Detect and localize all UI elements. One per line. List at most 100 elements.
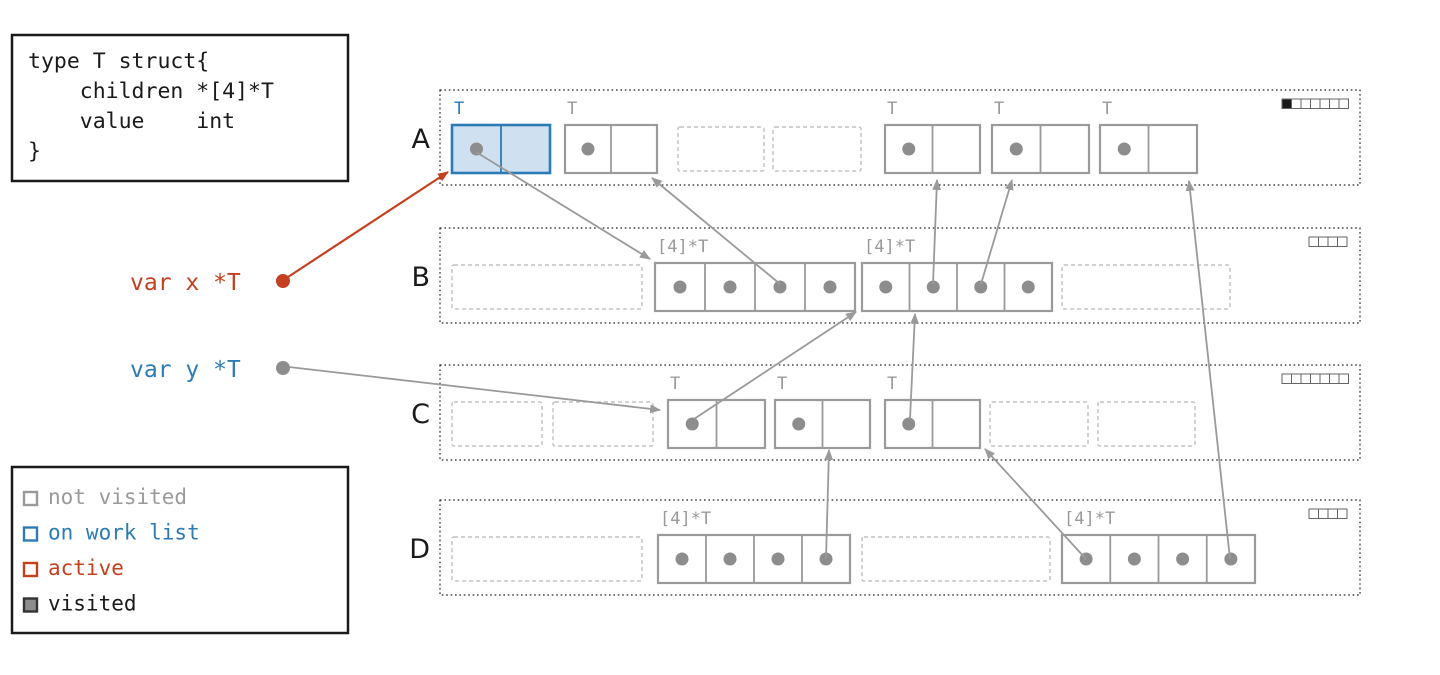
- legend-swatch-not-visited: [22, 490, 39, 507]
- meter-segment: [1338, 98, 1349, 109]
- var-y-label: var y *T: [130, 357, 241, 383]
- legend-swatch-visited: [22, 597, 39, 613]
- pointer-dot: [1176, 552, 1190, 566]
- arrow-C-obj3-to-B-obj2: [909, 312, 919, 420]
- meter-segment: [1318, 236, 1329, 247]
- free-slot: [451, 401, 543, 447]
- var-x-label: var x *T: [130, 270, 241, 296]
- meter-segment: [1300, 98, 1311, 109]
- free-slot: [451, 536, 643, 582]
- object-type-label: T: [887, 99, 897, 119]
- var-y-pointer-dot: [276, 361, 290, 375]
- heap-object: [4]*T: [656, 509, 852, 585]
- legend-border: [10, 465, 350, 635]
- meter-segment: [1337, 508, 1348, 519]
- pointer-dot: [685, 417, 699, 431]
- legend-item-active: active: [22, 556, 124, 580]
- legend-label-active: active: [48, 556, 124, 580]
- heap-object: T: [563, 99, 659, 175]
- meter-segment: [1329, 98, 1340, 109]
- pointer-dot: [902, 142, 916, 156]
- var-x-pointer-dot: [276, 274, 290, 288]
- code-line: type T struct{: [28, 49, 209, 74]
- meter-segment: [1318, 508, 1329, 519]
- object-type-label: T: [1102, 99, 1112, 119]
- arrow-var-y-to-C-obj1: [288, 366, 662, 414]
- pointer-dot: [581, 142, 595, 156]
- meter-segment: [1281, 98, 1292, 109]
- pointer-dot: [675, 552, 689, 566]
- heap-object: T: [666, 374, 767, 450]
- var-y: var y *T: [130, 357, 290, 383]
- pointer-dot: [792, 417, 806, 431]
- pointer-dot: [470, 142, 483, 156]
- meter-segment: [1310, 98, 1321, 109]
- meter-segment: [1300, 373, 1311, 384]
- arrow-B-obj2-cell3-to-A-obj4: [980, 178, 1014, 285]
- heap-object: T: [1098, 99, 1199, 175]
- pointer-dot: [974, 280, 988, 294]
- legend-label-visited: visited: [48, 592, 137, 616]
- heap-object: T: [450, 99, 552, 175]
- meter-segment: [1329, 373, 1340, 384]
- code-box-border: [10, 33, 350, 183]
- arrow-var-x-to-A-obj1: [287, 171, 449, 278]
- span-border-D: [439, 499, 1361, 596]
- pointer-dot: [879, 280, 893, 294]
- meter-segment: [1327, 236, 1338, 247]
- meter-segment: [1319, 98, 1330, 109]
- free-slot: [451, 264, 643, 310]
- span-meter-B: [1308, 236, 1348, 247]
- var-x: var x *T: [130, 270, 290, 296]
- span-border-B: [439, 227, 1361, 324]
- free-slot: [677, 126, 765, 172]
- arrow-D-obj1-cell4-to-C-obj2: [824, 448, 834, 560]
- heap-object: T: [883, 99, 982, 175]
- heap-span-B: B [4]*T [4]*T: [411, 227, 1361, 324]
- legend-item-on-work-list: on work list: [22, 521, 200, 545]
- object-type-label: [4]*T: [1064, 509, 1115, 529]
- pointer-dot: [926, 280, 940, 294]
- pointer-dot: [773, 280, 787, 294]
- free-slot: [1061, 264, 1231, 310]
- object-type-label: [4]*T: [864, 237, 915, 257]
- arrow-C-obj1-to-B-obj2: [693, 311, 857, 420]
- arrow-D-obj2-cell4-to-A-obj5: [1185, 179, 1231, 560]
- meter-segment: [1291, 373, 1302, 384]
- meter-segment: [1291, 98, 1302, 109]
- code-line: }: [28, 139, 41, 164]
- pointer-dot: [673, 280, 687, 294]
- object-type-label: T: [670, 374, 680, 394]
- heap-object: [4]*T: [653, 237, 857, 313]
- span-label-A: A: [412, 124, 431, 155]
- code-line: value int: [28, 109, 235, 134]
- heap-object: T: [990, 99, 1091, 175]
- free-slot: [772, 126, 862, 172]
- object-type-label: T: [567, 99, 577, 119]
- pointer-dot: [1224, 552, 1238, 566]
- arrow-B-obj1-cell3-to-A-obj2: [651, 177, 781, 285]
- span-border-C: [439, 364, 1361, 461]
- heap-object: [4]*T: [860, 237, 1054, 313]
- object-type-label: T: [994, 99, 1004, 119]
- legend-swatch-on-work-list: [22, 526, 39, 542]
- span-label-D: D: [409, 534, 430, 565]
- heap-object: [4]*T: [1060, 509, 1257, 585]
- object-type-label: T: [777, 374, 787, 394]
- arrow-D-obj2-cell1-to-C-obj3: [984, 448, 1087, 560]
- span-meter-C: [1281, 373, 1349, 384]
- heap-span-D: D [4]*T [4]*T: [409, 499, 1361, 596]
- meter-segment: [1281, 373, 1292, 384]
- span-label-B: B: [411, 262, 430, 293]
- meter-segment: [1319, 373, 1330, 384]
- object-type-label: [4]*T: [660, 509, 711, 529]
- meter-segment: [1337, 236, 1348, 247]
- pointer-dot: [1117, 142, 1131, 156]
- pointer-dot: [902, 417, 916, 431]
- type-definition-box: type T struct{ children *[4]*T value int…: [10, 33, 350, 183]
- free-slot: [1097, 401, 1196, 447]
- meter-segment: [1338, 373, 1349, 384]
